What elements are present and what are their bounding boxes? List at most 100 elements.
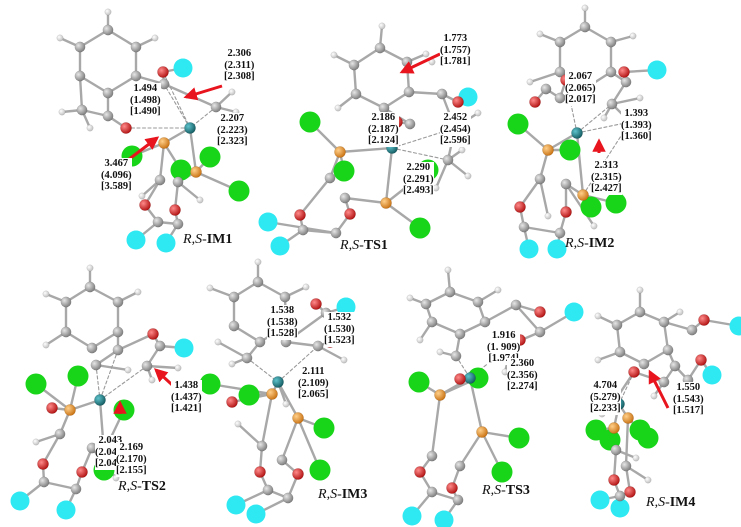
structure-im3 — [199, 258, 356, 524]
distance-value: (4.096) — [101, 169, 132, 181]
im3-atom-chlorine — [313, 417, 335, 439]
im3-atom-carbon — [241, 352, 253, 364]
caption-part: IM2 — [588, 236, 615, 251]
im3-atom-hydrogen — [234, 420, 242, 428]
im2-interaction-dash — [576, 103, 613, 134]
caption-part: , — [191, 232, 196, 247]
ts3-atom-carbon — [452, 494, 464, 506]
distance-value: 1.916 — [491, 330, 516, 341]
ts3-atom-carbon — [444, 286, 456, 298]
im3-atom-oxygen — [226, 396, 238, 408]
ts3-caption: R,S-TS3 — [482, 483, 530, 499]
im1-atom-carbon — [74, 70, 86, 82]
caption-part: S — [658, 495, 666, 510]
im3-atom-carbon — [252, 276, 264, 288]
im4-atom-carbon — [611, 319, 623, 331]
ts1-atom-carbon — [348, 59, 360, 71]
im4-atom-oxygen — [628, 366, 640, 378]
im2-atom-fluorine — [547, 239, 567, 259]
structure-im4 — [585, 286, 741, 518]
distance-value: 2.452 — [443, 112, 468, 123]
ts3-atom-carbon — [534, 326, 546, 338]
ts2-atom-chlorine — [113, 399, 135, 421]
im1-interaction-dash — [163, 83, 191, 129]
im1-atom-hydrogen — [196, 196, 204, 204]
ts3-atom-carbon — [454, 328, 466, 340]
ts1-atom-carbon — [403, 86, 415, 98]
ts2-atom-carbon — [112, 326, 124, 338]
ts3-atom-carbon — [426, 450, 438, 462]
im2-atom-carbon — [605, 66, 617, 78]
im1-atom-carbon — [76, 104, 88, 116]
im3-atom-hydrogen — [254, 258, 262, 266]
ts2-atom-carbon — [70, 483, 82, 495]
im1-atom-chlorine — [228, 180, 250, 202]
im1-distance-label: 1.494(1.498)[1.490] — [130, 83, 161, 118]
im2-atom-carbon — [620, 76, 632, 88]
ts1-bond — [298, 176, 332, 217]
ts2-atom-carbon — [112, 296, 124, 308]
caption-part: - — [359, 238, 364, 253]
ts2-atom-carbon — [112, 344, 124, 356]
distance-value: 2.169 — [119, 442, 144, 453]
im3-atom-metal — [272, 376, 284, 388]
distance-value: 1.393 — [624, 108, 649, 119]
im2-bond — [538, 177, 550, 218]
im1-atom-carbon — [102, 110, 114, 122]
ts1-atom-hydrogen — [330, 51, 338, 59]
ts1-atom-fluorine — [270, 236, 290, 256]
im3-bond — [236, 422, 264, 448]
im1-bond — [188, 126, 198, 174]
distance-value: 1.538 — [270, 305, 295, 316]
ts1-caption: R,S-TS1 — [340, 238, 388, 254]
distance-value: [1.517] — [673, 405, 704, 416]
ts3-bond — [468, 376, 484, 434]
distance-value: (2.065) — [565, 82, 596, 94]
caption-part: IM1 — [206, 232, 233, 247]
im3-atom-oxygen — [292, 468, 304, 480]
distance-value: (2.454) — [440, 123, 471, 135]
im4-atom-hydrogen — [644, 476, 652, 484]
distance-value: [2.124] — [368, 135, 399, 146]
ts1-atom-hydrogen — [464, 172, 472, 180]
im2-atom-carbon — [518, 221, 530, 233]
im2-atom-hydrogen — [581, 4, 589, 12]
im4-atom-fluorine — [702, 365, 722, 385]
ts2-atom-hydrogen — [134, 288, 142, 296]
distance-value: (2.315) — [591, 171, 622, 183]
ts2-atom-hydrogen — [32, 438, 40, 446]
caption-part: , — [326, 487, 331, 502]
caption-part: R — [318, 487, 327, 502]
im1-bond — [78, 74, 84, 112]
im1-distance-label: 2.207(2.223)[2.323] — [217, 113, 248, 148]
im3-bond — [284, 340, 320, 348]
im3-atom-hydrogen — [206, 284, 214, 292]
ts1-atom-phosphorus — [334, 146, 346, 158]
distance-value: 2.290 — [406, 162, 431, 173]
im1-atom-chlorine — [199, 146, 221, 168]
im2-atom-phosphorus — [577, 189, 589, 201]
ts1-atom-oxygen — [344, 208, 356, 220]
ts3-atom-fluorine — [402, 506, 422, 526]
im4-atom-carbon — [658, 376, 670, 388]
im1-bond — [78, 74, 110, 95]
im2-atom-hydrogen — [526, 78, 534, 86]
ts2-bond — [42, 480, 78, 491]
caption-part: R — [183, 232, 192, 247]
im3-atom-carbon — [262, 484, 274, 496]
im2-atom-hydrogen — [536, 30, 544, 38]
distance-value: 2.306 — [227, 48, 252, 59]
ts3-atom-carbon — [479, 316, 491, 328]
distance-value: 1.550 — [676, 382, 701, 393]
structure-im2 — [507, 4, 667, 259]
im4-atom-fluorine — [729, 316, 741, 336]
ts1-atom-chlorine — [409, 217, 431, 239]
ts3-atom-chlorine — [408, 371, 430, 393]
ts1-atom-oxygen — [452, 96, 464, 108]
distance-value: 1.532 — [327, 312, 352, 323]
distance-value: (2.223) — [217, 124, 248, 136]
ts2-atom-carbon — [60, 296, 72, 308]
im4-atom-hydrogen — [594, 356, 602, 364]
im1-atom-carbon — [210, 101, 222, 113]
im2-atom-chlorine — [559, 139, 581, 161]
